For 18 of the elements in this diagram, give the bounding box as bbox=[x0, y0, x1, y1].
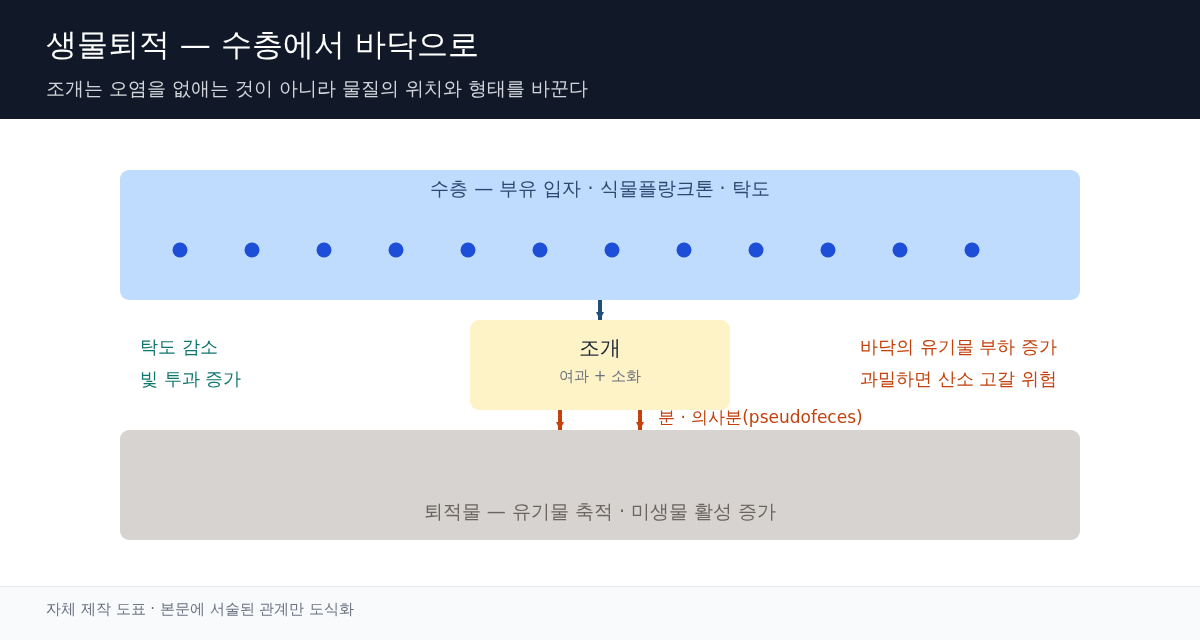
panel-title: 수층 — 부유 입자 · 식물플랑크톤 · 탁도 bbox=[430, 177, 770, 201]
water-column-panel bbox=[120, 170, 1080, 300]
footer-note: 자체 제작 도표 · 본문에 서술된 관계만 도식화 bbox=[46, 600, 355, 619]
edge-label: 분 · 의사분(pseudofeces) bbox=[658, 407, 863, 428]
panel-title: 퇴적물 — 유기물 축적 · 미생물 활성 증가 bbox=[423, 500, 777, 524]
process-box bbox=[470, 320, 730, 410]
sediment-panel bbox=[120, 430, 1080, 540]
effect-note: 과밀하면 산소 고갈 위험 bbox=[860, 368, 1058, 391]
box-subtitle: 여과 + 소화 bbox=[558, 367, 642, 386]
effect-note: 바닥의 유기물 부하 증가 bbox=[860, 336, 1058, 359]
arrow bbox=[636, 410, 644, 430]
page-title: 생물퇴적 — 수층에서 바닥으로 bbox=[46, 26, 479, 64]
arrow bbox=[556, 410, 564, 430]
box-title: 조개 bbox=[579, 335, 621, 362]
subtitle: 조개는 오염을 없애는 것이 아니라 물질의 위치와 형태를 바꾼다 bbox=[46, 77, 589, 101]
arrow bbox=[596, 300, 604, 320]
effect-note: 탁도 감소 bbox=[140, 336, 218, 359]
effect-note: 빛 투과 증가 bbox=[140, 368, 242, 391]
